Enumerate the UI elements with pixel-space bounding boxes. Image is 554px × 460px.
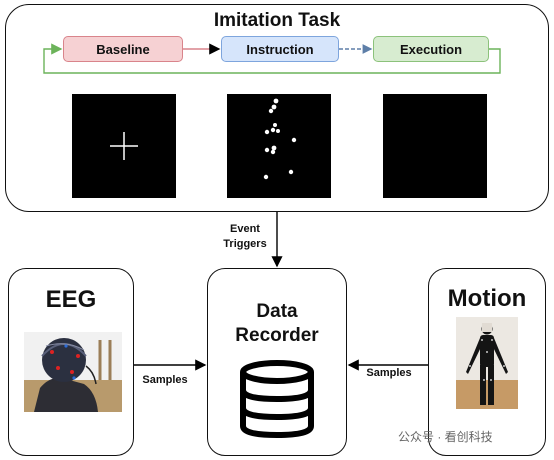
data-recorder-title: Data Recorder (235, 301, 319, 346)
eeg-samples-label: Samples (142, 374, 188, 386)
watermark-text: 公众号 · 看创科技 (398, 430, 493, 444)
baseline-screen (72, 94, 176, 198)
event-triggers-label: Event Triggers (223, 223, 267, 250)
data-recorder-panel (207, 268, 347, 456)
point-light-figure-icon (263, 98, 297, 180)
fixation-cross-icon (110, 132, 138, 160)
imitation-task-title: Imitation Task (213, 10, 341, 31)
instruction-screen (227, 94, 331, 198)
stage-instruction: Instruction (221, 36, 339, 62)
execution-screen (383, 94, 487, 198)
motion-title: Motion (447, 285, 527, 312)
stage-baseline: Baseline (63, 36, 183, 62)
eeg-title: EEG (45, 286, 97, 313)
motion-samples-label: Samples (366, 367, 412, 379)
stage-execution: Execution (373, 36, 489, 62)
